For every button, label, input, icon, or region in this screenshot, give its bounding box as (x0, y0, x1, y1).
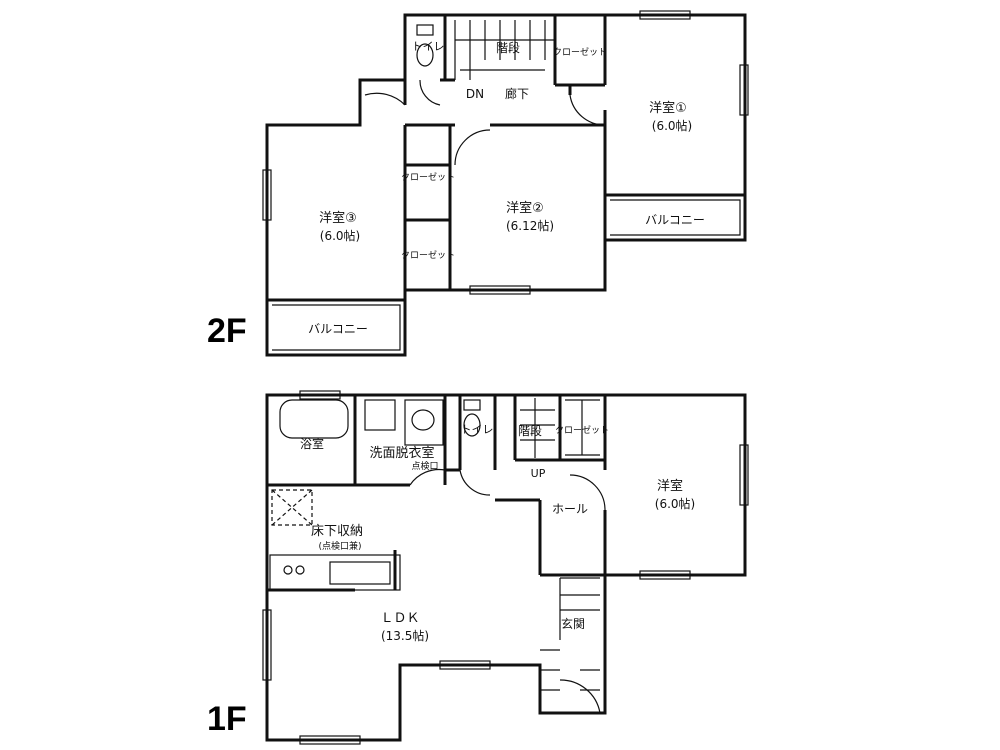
floor-label-1f: 1F (207, 700, 247, 738)
label-2f-room3-name: 洋室③ (319, 210, 357, 226)
second-floor: トイレ 階段 クローゼット DN 廊下 洋室① (6.0帖) クローゼット 洋室… (207, 10, 749, 357)
label-1f-inspection: 点検口 (411, 460, 438, 472)
first-floor-partitions (267, 395, 607, 592)
second-floor-toilet-fixture (416, 43, 434, 67)
label-1f-entrance: 玄関 (561, 616, 585, 631)
label-1f-closet: クローゼット (555, 424, 609, 436)
label-2f-room2-size: (6.12帖) (506, 218, 554, 233)
label-1f-underfloor: 床下収納 (311, 524, 363, 539)
label-2f-room1-name: 洋室① (649, 100, 687, 116)
second-floor-windows (262, 10, 749, 295)
first-floor-stairs-treads (520, 398, 555, 458)
label-1f-bath: 浴室 (300, 436, 324, 451)
label-1f-ldk-name: ＬＤＫ (380, 611, 419, 626)
label-1f-room-size: (6.0帖) (655, 496, 695, 511)
first-floor-closet-hatching (565, 399, 600, 456)
label-2f-closet-low: クローゼット (401, 249, 455, 261)
first-floor-toilet-fixture (463, 413, 481, 437)
first-floor-underfloor-storage (271, 489, 313, 526)
label-1f-hall: ホール (552, 502, 588, 516)
label-2f-balcony-left: バルコニー (308, 322, 368, 336)
label-2f-room1-size: (6.0帖) (652, 118, 692, 133)
label-2f-hall: 廊下 (505, 86, 529, 101)
first-floor-washbasin-counter (404, 399, 444, 446)
label-1f-ldk-size: (13.5帖) (381, 628, 429, 643)
second-floor-stairs-treads (454, 20, 555, 80)
label-2f-closet-top: クローゼット (553, 46, 607, 58)
label-2f-closet-mid: クローゼット (401, 171, 455, 183)
label-1f-washroom: 洗面脱衣室 (369, 445, 434, 461)
second-floor-partitions (267, 15, 745, 302)
first-floor-washing-machine (364, 399, 396, 431)
label-2f-stairs: 階段 (496, 40, 520, 55)
first-floor-bathtub (279, 399, 349, 439)
second-floor-balcony-rails (272, 199, 741, 351)
floor-label-2f: 2F (207, 312, 247, 350)
label-2f-room3-size: (6.0帖) (320, 228, 360, 243)
label-1f-stairs: 階段 (518, 423, 542, 438)
first-floor-entrance-tiles (540, 577, 600, 691)
first-floor-windows (262, 390, 749, 745)
label-1f-toilet: トイレ (461, 423, 494, 436)
second-floor-doors (364, 79, 606, 166)
label-1f-room-name: 洋室 (657, 478, 683, 494)
first-floor-kitchen-counter (269, 554, 401, 591)
first-floor-doors (409, 468, 606, 714)
first-floor: 浴室 洗面脱衣室 点検口 トイレ 階段 クローゼット UP ホール 洋室 (6.… (207, 390, 749, 745)
label-1f-up: UP (531, 467, 546, 480)
label-2f-balcony-right: バルコニー (645, 213, 705, 227)
label-1f-underfloor-note: (点検口兼) (318, 540, 361, 552)
first-floor-outline (265, 393, 747, 742)
label-2f-room2-name: 洋室② (506, 200, 544, 216)
label-2f-toilet: トイレ (412, 40, 445, 53)
label-2f-dn: DN (466, 87, 484, 101)
second-floor-outline (265, 13, 747, 357)
